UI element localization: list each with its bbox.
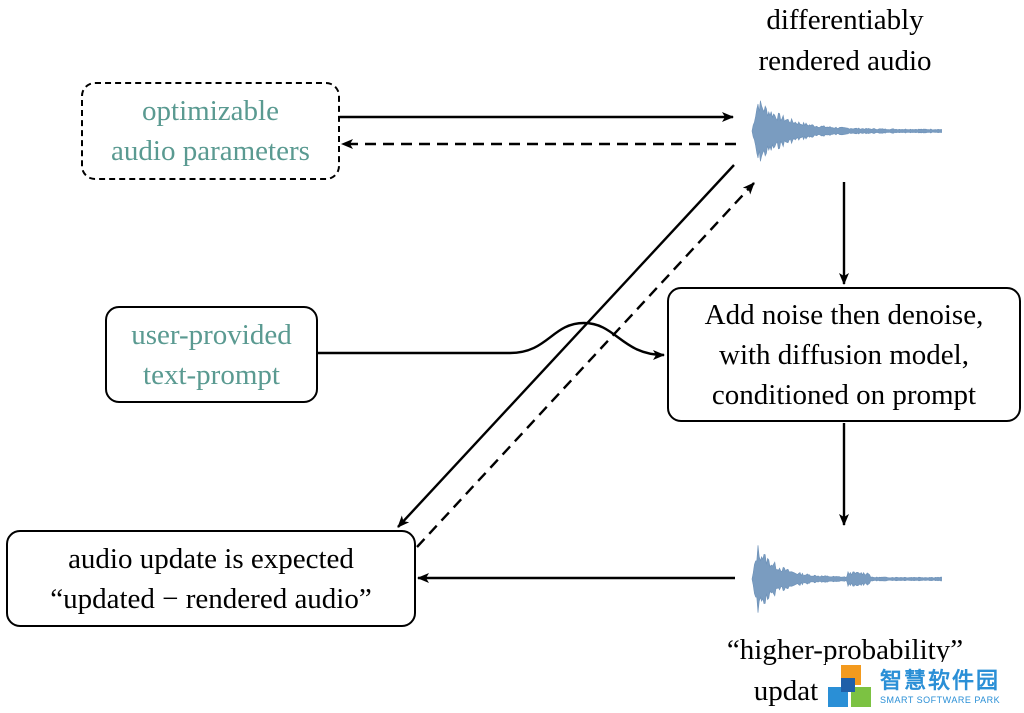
diffusion-line2: with diffusion model, — [719, 338, 969, 371]
prompt-line1: user-provided — [131, 318, 292, 351]
rendered-audio-label: differentiably rendered audio — [720, 0, 970, 82]
diffusion-line3: conditioned on prompt — [711, 378, 977, 411]
logo-name-en: SMART SOFTWARE PARK — [880, 695, 1001, 705]
higher-probability-label-line1: “higher-probability” — [726, 634, 964, 666]
update-line1: audio update is expected — [68, 542, 354, 575]
arrow-prompt-to-diffusion — [318, 321, 665, 360]
diffusion-line1: Add noise then denoise, — [704, 298, 984, 331]
logo-name-cn: 智慧软件园 — [880, 669, 1001, 694]
params-line2: audio parameters — [111, 135, 310, 167]
arrow-rendered-to-update — [397, 164, 735, 528]
params-line1: optimizable — [142, 95, 279, 127]
higher-probability-audio-waveform-icon — [751, 545, 942, 613]
audio-update-box: audio update is expected “updated − rend… — [6, 530, 416, 627]
arrow-update-to-rendered — [416, 182, 755, 548]
text-prompt-box: user-provided text-prompt — [105, 306, 318, 403]
diffusion-box: Add noise then denoise, with diffusion m… — [667, 287, 1021, 422]
rendered-audio-waveform-icon — [751, 100, 942, 162]
higher-probability-label-line2: updat — [753, 675, 819, 707]
optimizable-params-box: optimizable audio parameters — [81, 82, 340, 180]
update-line2: “updated − rendered audio” — [50, 582, 372, 615]
smart-software-park-logo: 智慧软件园 SMART SOFTWARE PARK — [826, 662, 1024, 713]
prompt-line2: text-prompt — [143, 358, 280, 391]
rendered-audio-label-line2: rendered audio — [758, 45, 932, 77]
rendered-audio-label-line1: differentiably — [766, 4, 924, 36]
logo-mark-icon — [828, 664, 874, 711]
higher-probability-label: “higher-probability” updat — [690, 630, 1000, 712]
